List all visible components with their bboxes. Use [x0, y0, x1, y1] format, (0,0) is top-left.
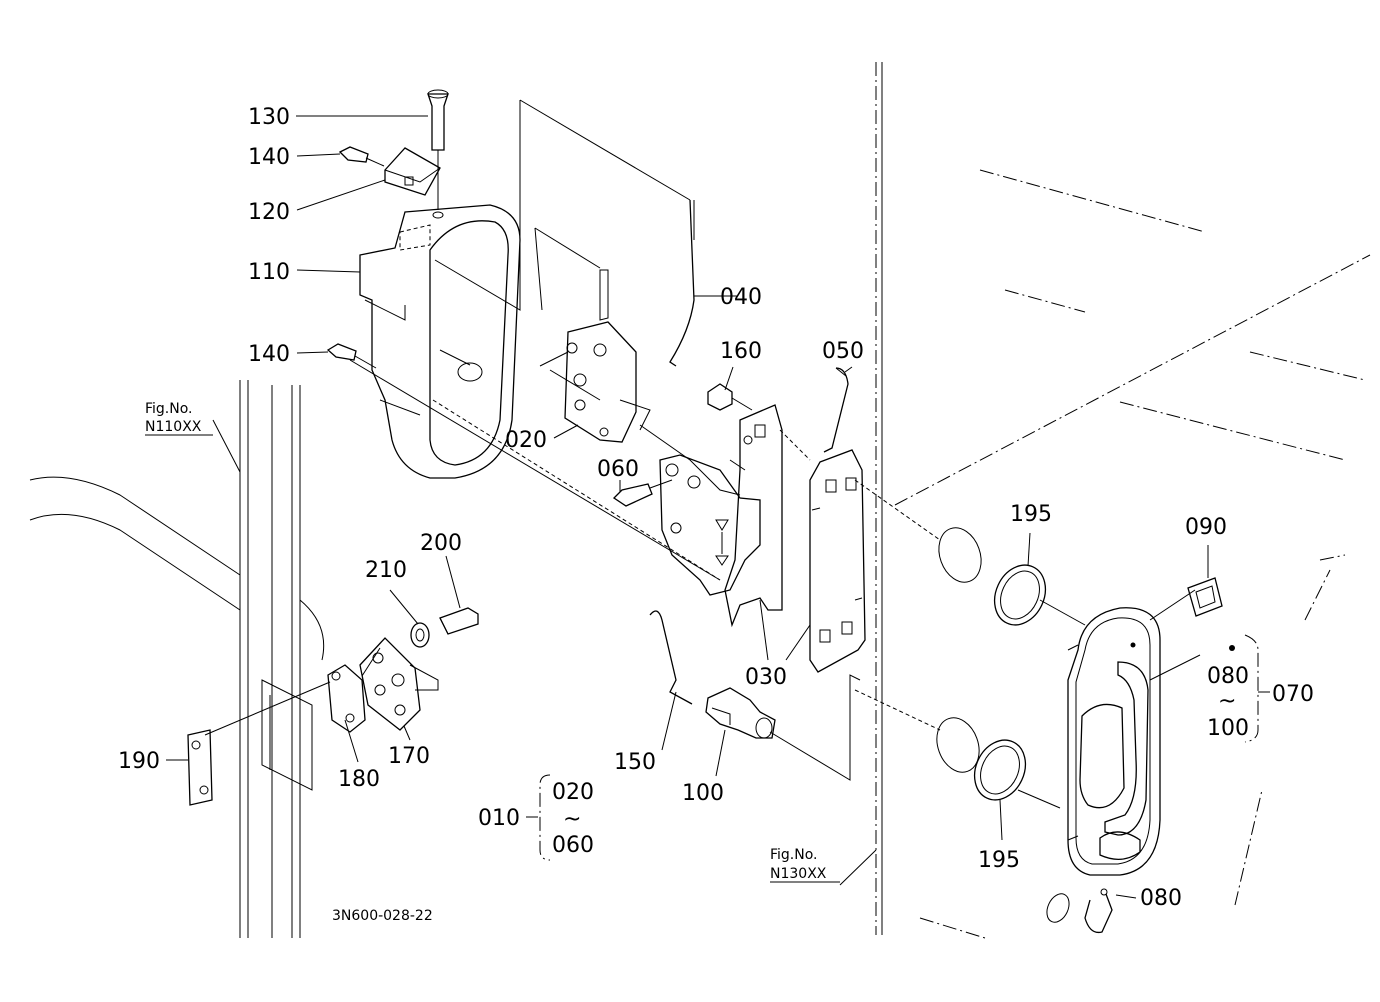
label-130: 130 — [248, 105, 290, 130]
reference-dot — [1229, 645, 1235, 651]
plate-190 — [187, 729, 213, 806]
group-010-to: 060 — [552, 833, 594, 858]
label-195-bottom: 195 — [978, 848, 1020, 873]
group-010-label: 010 — [478, 806, 520, 831]
screw-top — [338, 146, 385, 167]
label-090: 090 — [1185, 515, 1227, 540]
pin-part — [427, 89, 449, 210]
fig-ref-right-title: Fig.No. — [770, 847, 818, 863]
plate-180 — [327, 664, 366, 733]
clip-080 — [1084, 888, 1113, 934]
label-080-clip: 080 — [1140, 886, 1182, 911]
bolt-part — [707, 383, 753, 411]
label-110: 110 — [248, 260, 290, 285]
group-070-tilde: ~ — [1218, 689, 1236, 714]
label-170: 170 — [388, 744, 430, 769]
group-010-tilde: ~ — [563, 807, 581, 832]
handle-housing — [359, 204, 521, 479]
ring-195-top — [993, 564, 1047, 626]
group-070-label: 070 — [1272, 682, 1314, 707]
leader-lines — [166, 115, 1270, 899]
washer-210 — [410, 622, 430, 648]
group-070-to: 100 — [1207, 716, 1249, 741]
cap-part — [384, 147, 441, 196]
fig-ref-right-code: N130XX — [770, 866, 827, 882]
label-050: 050 — [822, 339, 864, 364]
group-070-from: 080 — [1207, 664, 1249, 689]
spring-part — [823, 367, 849, 453]
label-040: 040 — [720, 285, 762, 310]
bracket-plate — [659, 454, 761, 596]
door-frame-right — [875, 62, 1371, 939]
washer-bottom — [1046, 893, 1070, 923]
backing-plate — [809, 449, 866, 673]
group-bracket-070 — [1244, 634, 1259, 743]
diagram-code: 3N600-028-22 — [332, 908, 433, 924]
label-060: 060 — [597, 457, 639, 482]
label-030: 030 — [745, 665, 787, 690]
ring-195-bottom — [973, 739, 1027, 801]
label-180: 180 — [338, 767, 380, 792]
screw-bottom — [326, 343, 377, 369]
label-200: 200 — [420, 531, 462, 556]
label-140-top: 140 — [248, 145, 290, 170]
group-bracket-010 — [539, 774, 551, 861]
gasket-bottom — [936, 717, 980, 773]
label-150: 150 — [614, 750, 656, 775]
latch-mechanism — [539, 269, 651, 443]
fig-ref-left-code: N110XX — [145, 419, 202, 435]
door-frame-left — [29, 380, 325, 938]
bolt-200 — [439, 607, 479, 635]
label-140-bottom: 140 — [248, 342, 290, 367]
rod-part — [669, 199, 695, 367]
lock-plate — [724, 404, 783, 628]
seal-090 — [1187, 577, 1223, 617]
outer-handle — [1067, 607, 1161, 876]
fig-ref-left-title: Fig.No. — [145, 401, 193, 417]
label-195-top: 195 — [1010, 502, 1052, 527]
plate-170 — [359, 637, 439, 731]
alignment-lines — [204, 99, 1196, 886]
label-120: 120 — [248, 200, 290, 225]
screw-060 — [612, 479, 673, 507]
label-160: 160 — [720, 339, 762, 364]
label-190: 190 — [118, 749, 160, 774]
label-210: 210 — [365, 558, 407, 583]
group-010-from: 020 — [552, 780, 594, 805]
lock-cylinder — [705, 687, 776, 739]
gasket-top — [938, 527, 982, 583]
label-020: 020 — [505, 428, 547, 453]
spring-150 — [649, 610, 693, 705]
label-100: 100 — [682, 781, 724, 806]
